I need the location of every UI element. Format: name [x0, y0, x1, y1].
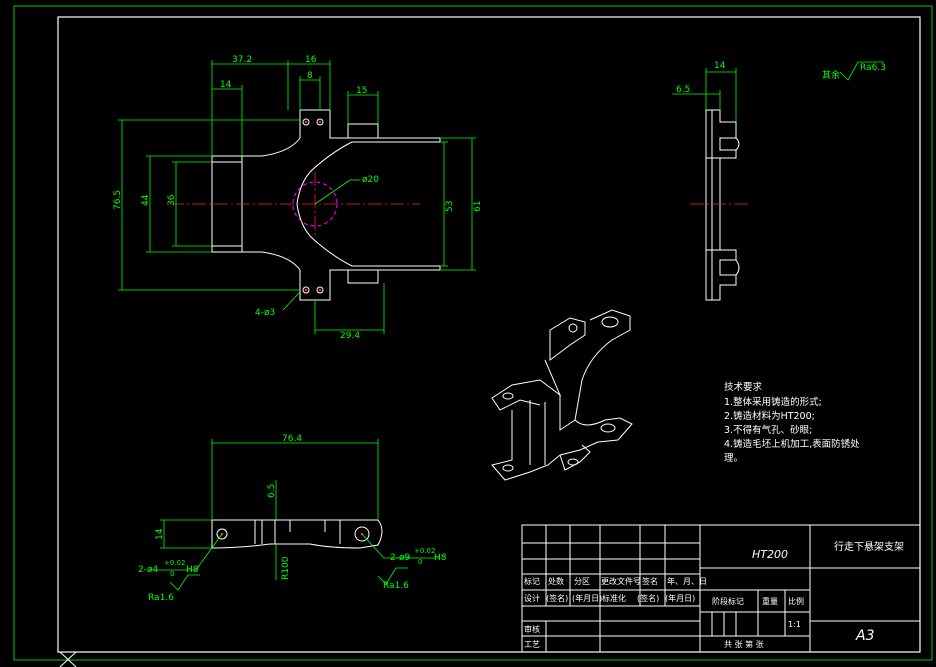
dim-16: 16 — [305, 55, 317, 65]
tb-part-name: 行走下悬架支架 — [834, 540, 904, 553]
corner-marks — [59, 651, 77, 667]
tb-sign3: (签名) — [637, 593, 659, 603]
tb-docno: 更改文件号 — [601, 576, 641, 586]
ra-general-prefix: 其余 — [822, 69, 840, 81]
outer-border — [13, 5, 933, 661]
front-view-dimensions: 37.2 16 14 8 15 76.5 44 36 53 61 ø20 4-ø… — [113, 55, 483, 341]
dim-76-5: 76.5 — [113, 190, 123, 210]
tb-scale: 1:1 — [788, 620, 801, 629]
bottom-view-dimensions: 76.4 6.5 14 R100 2-ø4 +0.02 0 H8 2-ø9 +0… — [138, 434, 447, 603]
tb-mark: 标记 — [524, 576, 540, 586]
dim-phi4-tol-up: +0.02 — [164, 559, 185, 567]
dim-phi9-tol-up: +0.02 — [414, 547, 435, 555]
ra-left: Ra1.6 — [148, 593, 174, 603]
tb-sign2: (签名) — [546, 593, 568, 603]
inner-border — [57, 16, 921, 653]
side-dim-14: 14 — [714, 61, 726, 71]
tb-design: 设计 — [524, 593, 540, 603]
tb-count: 处数 — [548, 576, 564, 586]
isometric-view — [491, 309, 633, 481]
title-block: 标记 处数 分区 更改文件号 签名 年、月、日 设计 (签名) (年月日) 标准… — [521, 524, 921, 653]
general-roughness: 其余 Ra6.3 — [822, 61, 886, 81]
tb-ymd: (年月日) — [572, 593, 602, 603]
tb-material: HT200 — [752, 548, 788, 561]
ra-general: Ra6.3 — [860, 63, 886, 73]
tb-sheet-size: A3 — [855, 628, 874, 644]
dim-29-4: 29.4 — [340, 331, 360, 341]
dim-phi4-fit: H8 — [186, 565, 199, 575]
tech-title: 技术要求 — [724, 381, 763, 393]
dim-phi20: ø20 — [362, 175, 379, 185]
tb-process: 工艺 — [524, 640, 540, 649]
dim-phi4-tol-low: 0 — [170, 570, 174, 578]
tb-sign: 签名 — [642, 576, 658, 586]
bottom-view — [211, 519, 383, 549]
dim-14-bottom: 14 — [155, 528, 165, 540]
tech-requirements: 技术要求 1.整体采用铸造的形式; 2.铸造材料为HT200; 3.不得有气孔、… — [724, 381, 860, 464]
dim-14-top: 14 — [220, 80, 232, 90]
dim-phi9-tol-low: 0 — [418, 558, 422, 566]
side-dim-6-5: 6.5 — [676, 85, 690, 95]
dim-r100: R100 — [281, 556, 291, 580]
tb-ratio: 比例 — [788, 596, 804, 606]
tb-stage: 阶段标记 — [712, 596, 744, 606]
side-view-dimensions: 14 6.5 — [672, 61, 737, 122]
dim-37-2: 37.2 — [232, 55, 252, 65]
tb-sheets: 共 张 第 张 — [724, 639, 764, 649]
dim-4-phi3: 4-ø3 — [255, 308, 275, 318]
dim-2-phi9: 2-ø9 — [390, 553, 410, 563]
dim-8: 8 — [307, 71, 313, 81]
side-view — [690, 109, 750, 301]
tech-line-3: 3.不得有气孔、砂眼; — [724, 424, 812, 436]
tb-review: 审核 — [524, 624, 540, 634]
ra-right: Ra1.6 — [383, 581, 409, 591]
dim-76-4: 76.4 — [282, 434, 302, 444]
tb-date: 年、月、日 — [667, 576, 707, 586]
tb-weight: 重量 — [762, 596, 778, 606]
dim-44: 44 — [141, 194, 151, 206]
dim-61: 61 — [473, 201, 483, 212]
dim-6-5-bottom: 6.5 — [267, 484, 277, 498]
dim-36: 36 — [167, 194, 177, 206]
tech-line-1: 1.整体采用铸造的形式; — [724, 396, 822, 408]
dim-53: 53 — [445, 201, 455, 212]
tb-std: 标准化 — [602, 593, 626, 603]
tech-line-5: 理。 — [724, 453, 743, 464]
dim-phi9-fit: H8 — [434, 553, 447, 563]
tech-line-2: 2.铸造材料为HT200; — [724, 410, 815, 422]
tech-line-4: 4.铸造毛坯上机加工,表面防锈处 — [724, 438, 860, 450]
front-view — [170, 109, 441, 301]
tb-zone: 分区 — [574, 577, 590, 586]
tb-ymd2: (年月日) — [665, 593, 695, 603]
dim-2-phi4: 2-ø4 — [138, 565, 158, 575]
dim-15: 15 — [356, 86, 367, 96]
